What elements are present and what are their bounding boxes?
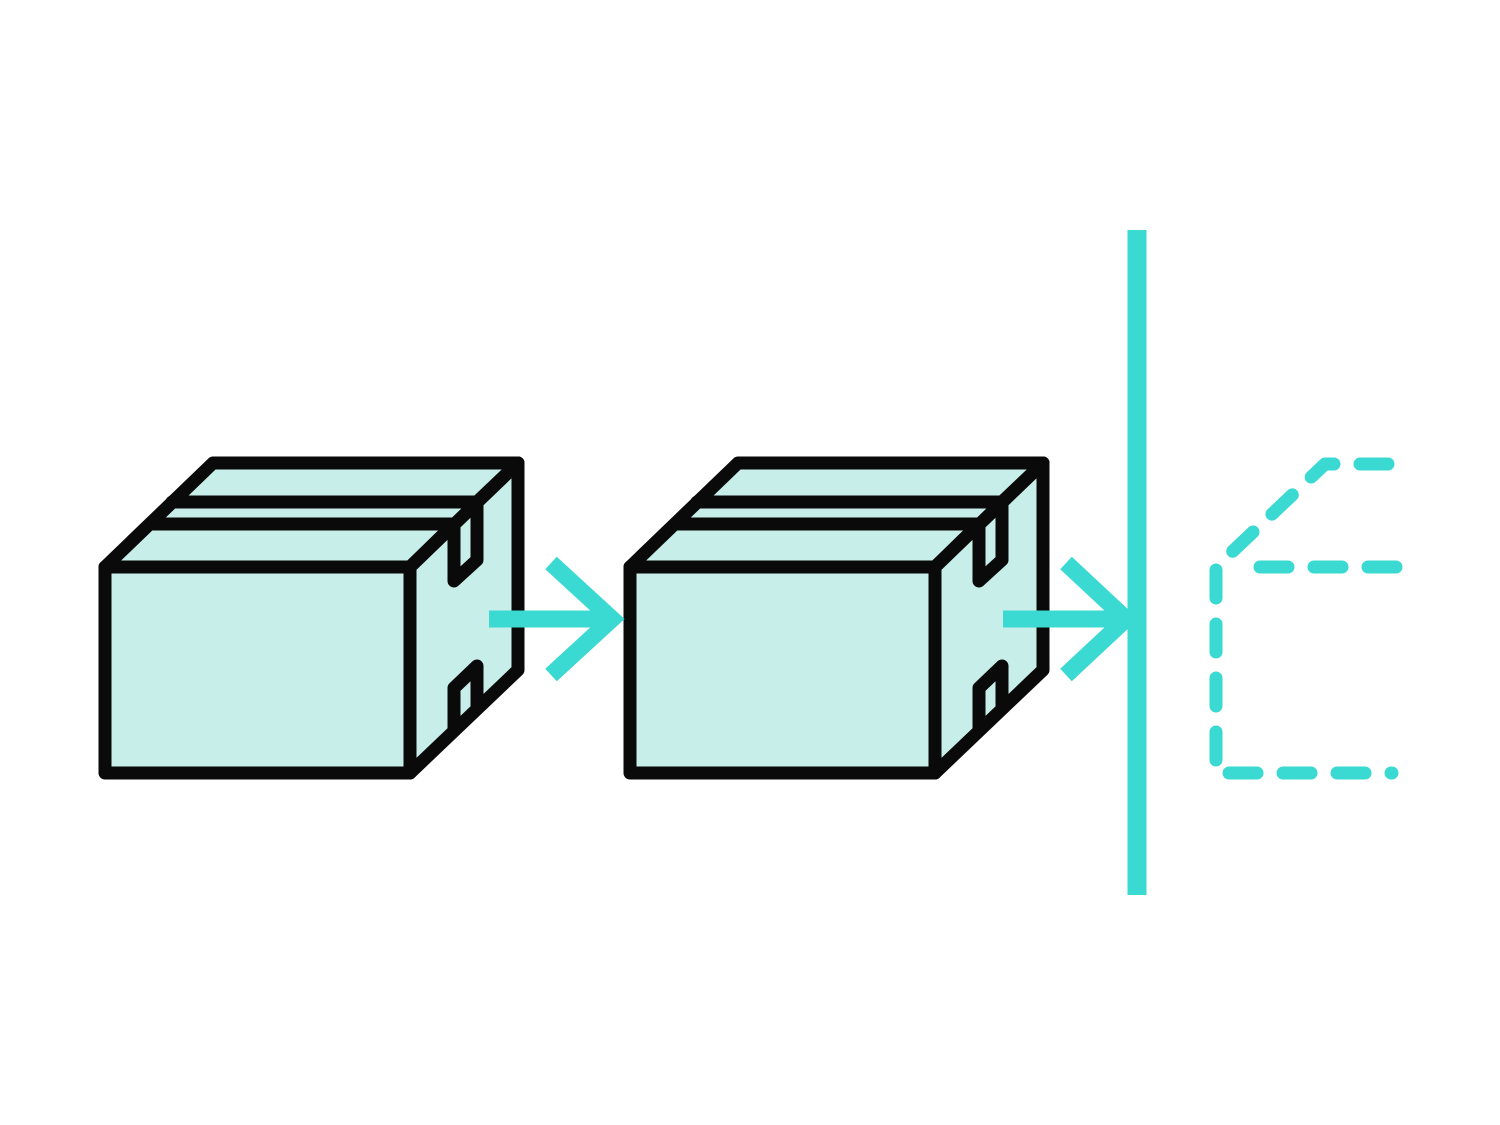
arrow-right-icon xyxy=(1003,556,1139,682)
arrow-right-icon xyxy=(489,556,625,682)
box-icon xyxy=(105,463,518,773)
box-icon xyxy=(630,463,1043,773)
dashed-box-placeholder-icon xyxy=(1209,457,1403,780)
